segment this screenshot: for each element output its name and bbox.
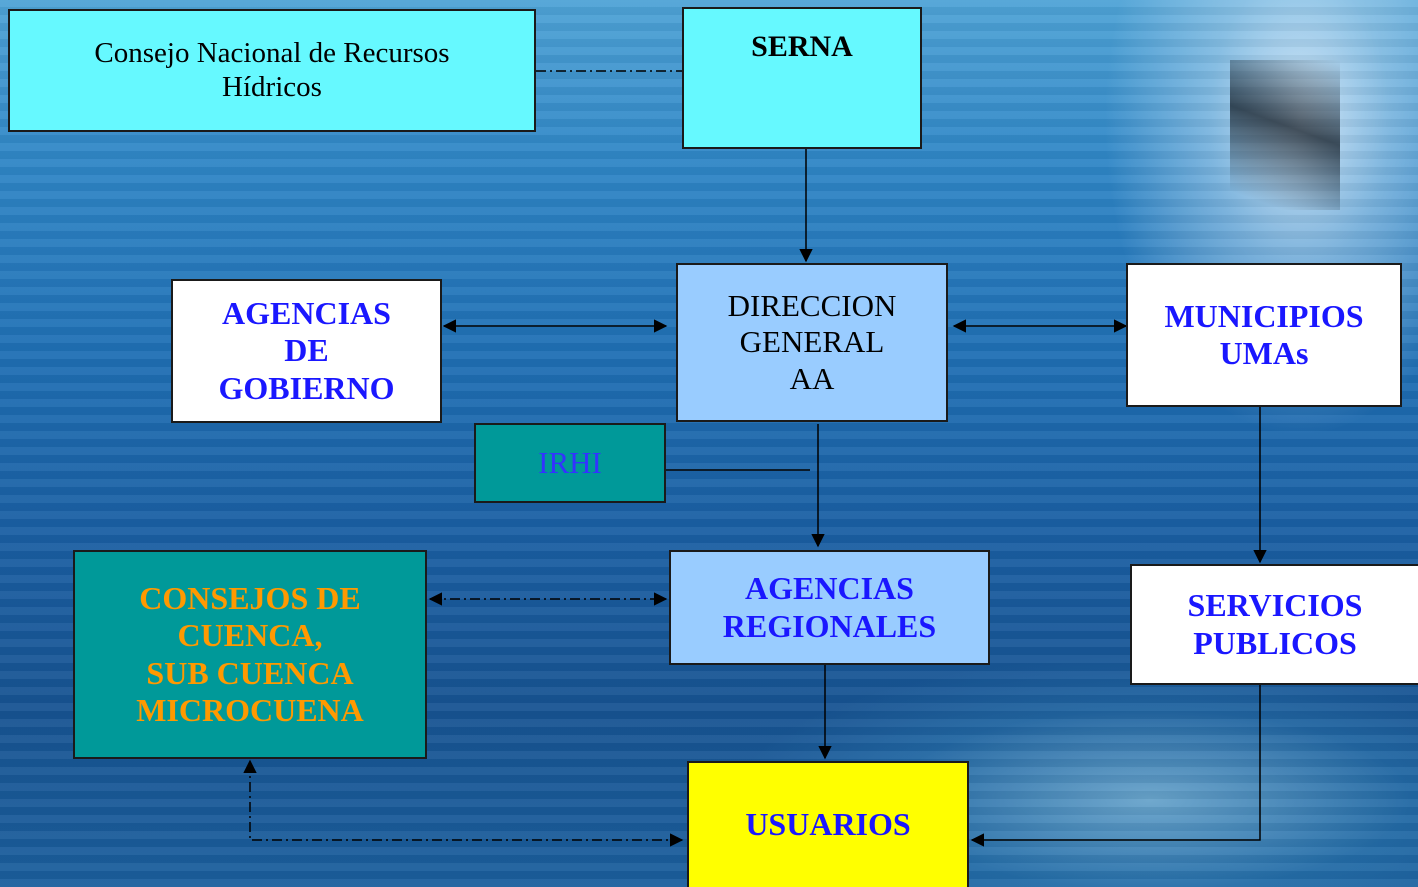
- node-irhi: IRHI: [474, 423, 666, 503]
- node-agencias-gobierno: AGENCIAS DE GOBIERNO: [171, 279, 442, 423]
- node-usuarios: USUARIOS: [687, 761, 969, 887]
- edge-usuarios-consejos: [243, 759, 684, 847]
- node-serna-label: SERNA: [751, 30, 853, 63]
- node-serna: SERNA: [682, 7, 922, 149]
- node-municipios: MUNICIPIOS UMAs: [1126, 263, 1402, 407]
- node-direccion-general: DIRECCION GENERAL AA: [676, 263, 948, 422]
- node-servicios-publicos: SERVICIOS PUBLICOS: [1130, 564, 1418, 685]
- node-irhi-label: IRHI: [538, 444, 602, 480]
- node-agencias-regionales: AGENCIAS REGIONALES: [669, 550, 990, 665]
- node-usuarios-label: USUARIOS: [745, 806, 911, 843]
- node-consejos-cuenca: CONSEJOS DE CUENCA, SUB CUENCA MICROCUEN…: [73, 550, 427, 759]
- node-direccion-general-label: DIRECCION GENERAL AA: [727, 288, 897, 396]
- node-agencias-gobierno-label: AGENCIAS DE GOBIERNO: [218, 294, 395, 406]
- node-consejo-nacional: Consejo Nacional de Recursos Hídricos: [8, 9, 536, 132]
- node-agencias-regionales-label: AGENCIAS REGIONALES: [722, 570, 937, 644]
- edge-servicios-usuarios: [970, 685, 1261, 847]
- node-servicios-publicos-label: SERVICIOS PUBLICOS: [1187, 587, 1363, 661]
- node-municipios-label: MUNICIPIOS UMAs: [1164, 297, 1364, 371]
- node-consejo-nacional-label: Consejo Nacional de Recursos Hídricos: [94, 36, 450, 103]
- node-consejos-cuenca-label: CONSEJOS DE CUENCA, SUB CUENCA MICROCUEN…: [136, 579, 364, 728]
